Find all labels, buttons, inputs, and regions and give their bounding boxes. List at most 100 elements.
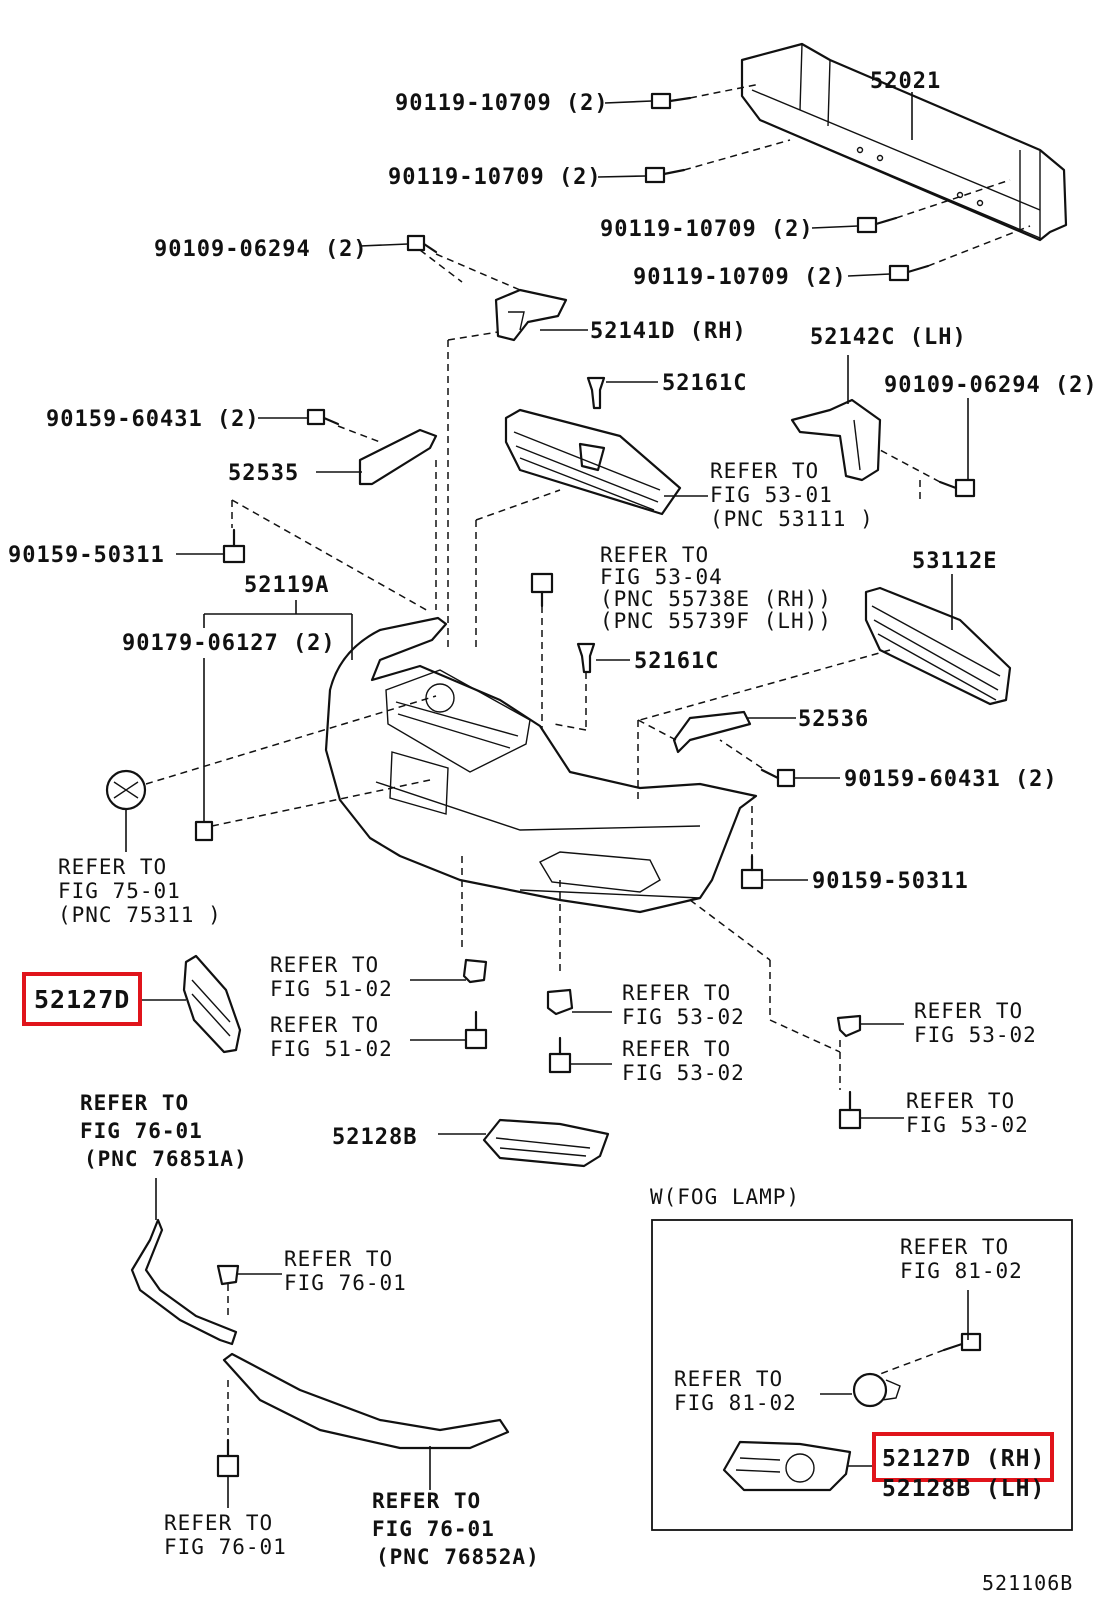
svg-text:REFER TO: REFER TO — [914, 999, 1023, 1023]
svg-text:FIG 51-02: FIG 51-02 — [270, 977, 393, 1001]
bolt-icon — [464, 1010, 488, 1050]
bolt-icon — [888, 264, 930, 282]
ref-75-01[interactable]: REFER TO FIG 75-01 (PNC 75311 ) — [58, 855, 222, 927]
label-nut-right: 90159-60431 (2) — [844, 767, 1058, 792]
svg-text:REFER TO: REFER TO — [80, 1091, 189, 1115]
clip-icon — [576, 642, 596, 674]
label-bolt-a: 90119-10709 (2) — [395, 91, 609, 116]
svg-text:REFER TO: REFER TO — [372, 1489, 481, 1513]
svg-text:REFER TO: REFER TO — [284, 1247, 393, 1271]
svg-text:REFER TO: REFER TO — [622, 981, 731, 1005]
fog-lamp-cover-52127d[interactable] — [182, 954, 242, 1054]
svg-text:REFER TO: REFER TO — [674, 1367, 783, 1391]
svg-text:REFER TO: REFER TO — [906, 1089, 1015, 1113]
ref-76-01-b[interactable]: REFER TO FIG 76-01 — [284, 1247, 407, 1295]
label-52141d: 52141D (RH) — [590, 319, 747, 344]
ref-76-01-c[interactable]: REFER TO FIG 76-01 — [164, 1511, 287, 1559]
svg-text:FIG 81-02: FIG 81-02 — [900, 1259, 1023, 1283]
ref-51-02-b[interactable]: REFER TO FIG 51-02 — [270, 1013, 393, 1061]
svg-text:(PNC 75311 ): (PNC 75311 ) — [58, 903, 222, 927]
nut-icon — [760, 768, 796, 788]
bumper-reinforcement-52021[interactable] — [740, 42, 1068, 242]
ref-81-02-b[interactable]: REFER TO FIG 81-02 — [674, 1367, 797, 1415]
bracket-52141d[interactable] — [494, 288, 568, 342]
label-bolt-right: 90159-50311 — [812, 869, 969, 894]
ref-81-02-a[interactable]: REFER TO FIG 81-02 — [900, 1235, 1023, 1283]
svg-text:REFER TO: REFER TO — [270, 953, 379, 977]
label-clip-mid: 52161C — [634, 649, 719, 674]
ref-51-02-a[interactable]: REFER TO FIG 51-02 — [270, 953, 393, 1001]
label-screw-right: 90109-06294 (2) — [884, 373, 1094, 398]
label-fog-52127d[interactable]: 52127D (RH) — [882, 1446, 1045, 1472]
bracket-52535[interactable] — [358, 428, 438, 486]
bolt-icon — [216, 1438, 240, 1478]
svg-text:(PNC 76851A): (PNC 76851A) — [84, 1147, 248, 1171]
ref-53-04[interactable]: REFER TO FIG 53-04 (PNC 55738E (RH)) (PN… — [600, 543, 832, 633]
svg-text:FIG 53-01: FIG 53-01 — [710, 483, 833, 507]
svg-text:REFER TO: REFER TO — [164, 1511, 273, 1535]
highlight-52127d — [22, 972, 142, 1026]
label-52127d[interactable]: 52127D — [34, 985, 130, 1014]
label-bolt-b: 90119-10709 (2) — [388, 165, 602, 190]
svg-text:REFER TO: REFER TO — [58, 855, 167, 879]
bolt-icon — [222, 528, 246, 564]
screw-icon — [406, 234, 438, 254]
bolt-icon — [838, 1090, 862, 1130]
label-52128b: 52128B — [332, 1125, 417, 1150]
front-bumper-cover-52119a[interactable] — [324, 616, 758, 914]
ref-53-02-d[interactable]: REFER TO FIG 53-02 — [906, 1089, 1029, 1137]
svg-text:REFER TO: REFER TO — [600, 543, 709, 567]
highlight-52127d-rh — [872, 1432, 1054, 1482]
emblem-icon — [105, 769, 147, 811]
svg-text:REFER TO: REFER TO — [710, 459, 819, 483]
fog-lamp-section — [651, 1219, 1073, 1531]
svg-text:FIG 76-01: FIG 76-01 — [80, 1119, 203, 1143]
ref-53-02-b[interactable]: REFER TO FIG 53-02 — [622, 1037, 745, 1085]
svg-text:REFER TO: REFER TO — [622, 1037, 731, 1061]
svg-text:(PNC 76852A): (PNC 76852A) — [376, 1545, 540, 1569]
svg-text:FIG 81-02: FIG 81-02 — [674, 1391, 797, 1415]
fog-lamp-cover-52128b[interactable] — [482, 1118, 610, 1168]
label-bolt-c: 90119-10709 (2) — [600, 217, 814, 242]
label-bolt-left: 90159-50311 — [8, 543, 165, 568]
screw-icon — [938, 478, 976, 498]
label-fog-52128b: 52128B (LH) — [882, 1476, 1045, 1502]
lower-grille-53112e[interactable] — [864, 586, 1012, 706]
bolt-icon — [548, 1036, 572, 1074]
svg-text:REFER TO: REFER TO — [900, 1235, 1009, 1259]
label-52142c: 52142C (LH) — [810, 325, 967, 350]
clip-icon — [462, 958, 488, 984]
label-52536: 52536 — [798, 707, 869, 732]
label-52119a: 52119A — [244, 573, 329, 598]
clip-icon — [194, 820, 214, 842]
label-clip-top: 52161C — [662, 371, 747, 396]
ref-53-01[interactable]: REFER TO FIG 53-01 (PNC 53111 ) — [710, 459, 874, 531]
label-nut-left: 90159-60431 (2) — [46, 407, 260, 432]
bolt-icon — [856, 216, 898, 234]
radiator-grille[interactable] — [504, 408, 682, 516]
fog-lamp[interactable] — [852, 1372, 901, 1408]
label-bolt-d: 90119-10709 (2) — [633, 265, 847, 290]
bracket-52142c[interactable] — [790, 398, 882, 482]
bolt-icon — [740, 854, 764, 890]
svg-text:FIG 76-01: FIG 76-01 — [284, 1271, 407, 1295]
lower-molding-center[interactable] — [222, 1352, 510, 1450]
bolt-icon — [650, 92, 692, 110]
svg-text:FIG 53-02: FIG 53-02 — [622, 1005, 745, 1029]
screw-icon — [530, 572, 554, 608]
svg-text:FIG 76-01: FIG 76-01 — [372, 1517, 495, 1541]
fog-lamp-cover-assembly[interactable] — [722, 1440, 852, 1492]
ref-76-01-a[interactable]: REFER TO FIG 76-01 (PNC 76851A) — [80, 1091, 248, 1171]
ref-53-02-a[interactable]: REFER TO FIG 53-02 — [622, 981, 745, 1029]
lower-molding-left[interactable] — [130, 1218, 238, 1346]
bracket-52536[interactable] — [672, 710, 752, 754]
clip-icon — [586, 376, 606, 410]
label-52535: 52535 — [228, 461, 299, 486]
svg-text:(PNC 55738E (RH)): (PNC 55738E (RH)) — [600, 587, 832, 611]
svg-text:FIG 51-02: FIG 51-02 — [270, 1037, 393, 1061]
svg-text:(PNC 53111 ): (PNC 53111 ) — [710, 507, 874, 531]
svg-text:(PNC 55739F (LH)): (PNC 55739F (LH)) — [600, 609, 832, 633]
label-screw-left: 90109-06294 (2) — [154, 237, 368, 262]
ref-53-02-c[interactable]: REFER TO FIG 53-02 — [914, 999, 1037, 1047]
ref-76-01-d[interactable]: REFER TO FIG 76-01 (PNC 76852A) — [372, 1489, 540, 1569]
